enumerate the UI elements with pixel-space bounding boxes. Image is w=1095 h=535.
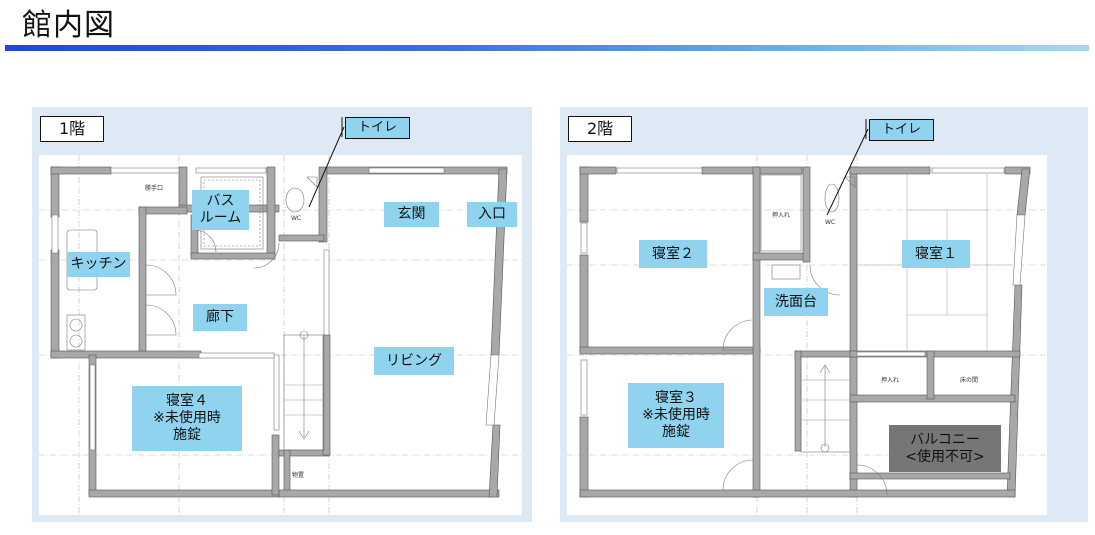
floor-2-plan: 押入れ WC 押入れ 床の間 寝室２ 寝室１ 洗面台 寝室３ ※未使用時 施錠 … — [567, 155, 1047, 515]
room-bedroom-3: 寝室３ ※未使用時 施錠 — [628, 383, 724, 448]
floor-2-panel: 押入れ WC 押入れ 床の間 寝室２ 寝室１ 洗面台 寝室３ ※未使用時 施錠 … — [560, 107, 1088, 522]
closet-label-right: 押入れ — [881, 377, 900, 384]
room-genkan: 玄関 — [384, 202, 439, 227]
room-kitchen: キッチン — [67, 252, 130, 277]
toilet-callout-1f: トイレ — [345, 117, 411, 139]
alcove-label: 床の間 — [960, 377, 979, 384]
toilet-callout-2f: トイレ — [869, 119, 935, 141]
closet-label-left: 押入れ — [772, 212, 791, 219]
floor-1-plan: 勝手口 WC 物置 バス ルーム 玄関 入口 キッチン 廊下 リビング 寝室４ … — [39, 155, 522, 515]
wc-label-2f: WC — [825, 219, 836, 226]
title-underline — [5, 45, 1089, 51]
toilet-callout-line-2f — [826, 119, 869, 216]
room-bedroom-2: 寝室２ — [639, 240, 707, 268]
room-balcony-unavailable: バルコニー <使用不可> — [889, 425, 1001, 472]
room-bath: バス ルーム — [192, 190, 249, 230]
room-corridor: 廊下 — [193, 304, 247, 331]
toilet-callout-line-1f — [308, 117, 345, 208]
page-title: 館内図 — [22, 8, 115, 43]
back-door-label: 勝手口 — [145, 185, 164, 192]
room-entrance: 入口 — [467, 202, 517, 227]
room-bedroom-1: 寝室１ — [902, 240, 970, 268]
floor-2-walls — [567, 155, 1047, 515]
room-bedroom-4: 寝室４ ※未使用時 施錠 — [132, 386, 242, 451]
wc-label-1f: WC — [291, 215, 302, 222]
floor-1-panel: 勝手口 WC 物置 バス ルーム 玄関 入口 キッチン 廊下 リビング 寝室４ … — [32, 107, 532, 522]
floor-1-label: 1階 — [40, 116, 105, 142]
room-washbasin: 洗面台 — [764, 288, 828, 316]
storage-label: 物置 — [292, 472, 305, 479]
floor-2-label: 2階 — [568, 116, 633, 142]
room-living: リビング — [374, 347, 454, 375]
